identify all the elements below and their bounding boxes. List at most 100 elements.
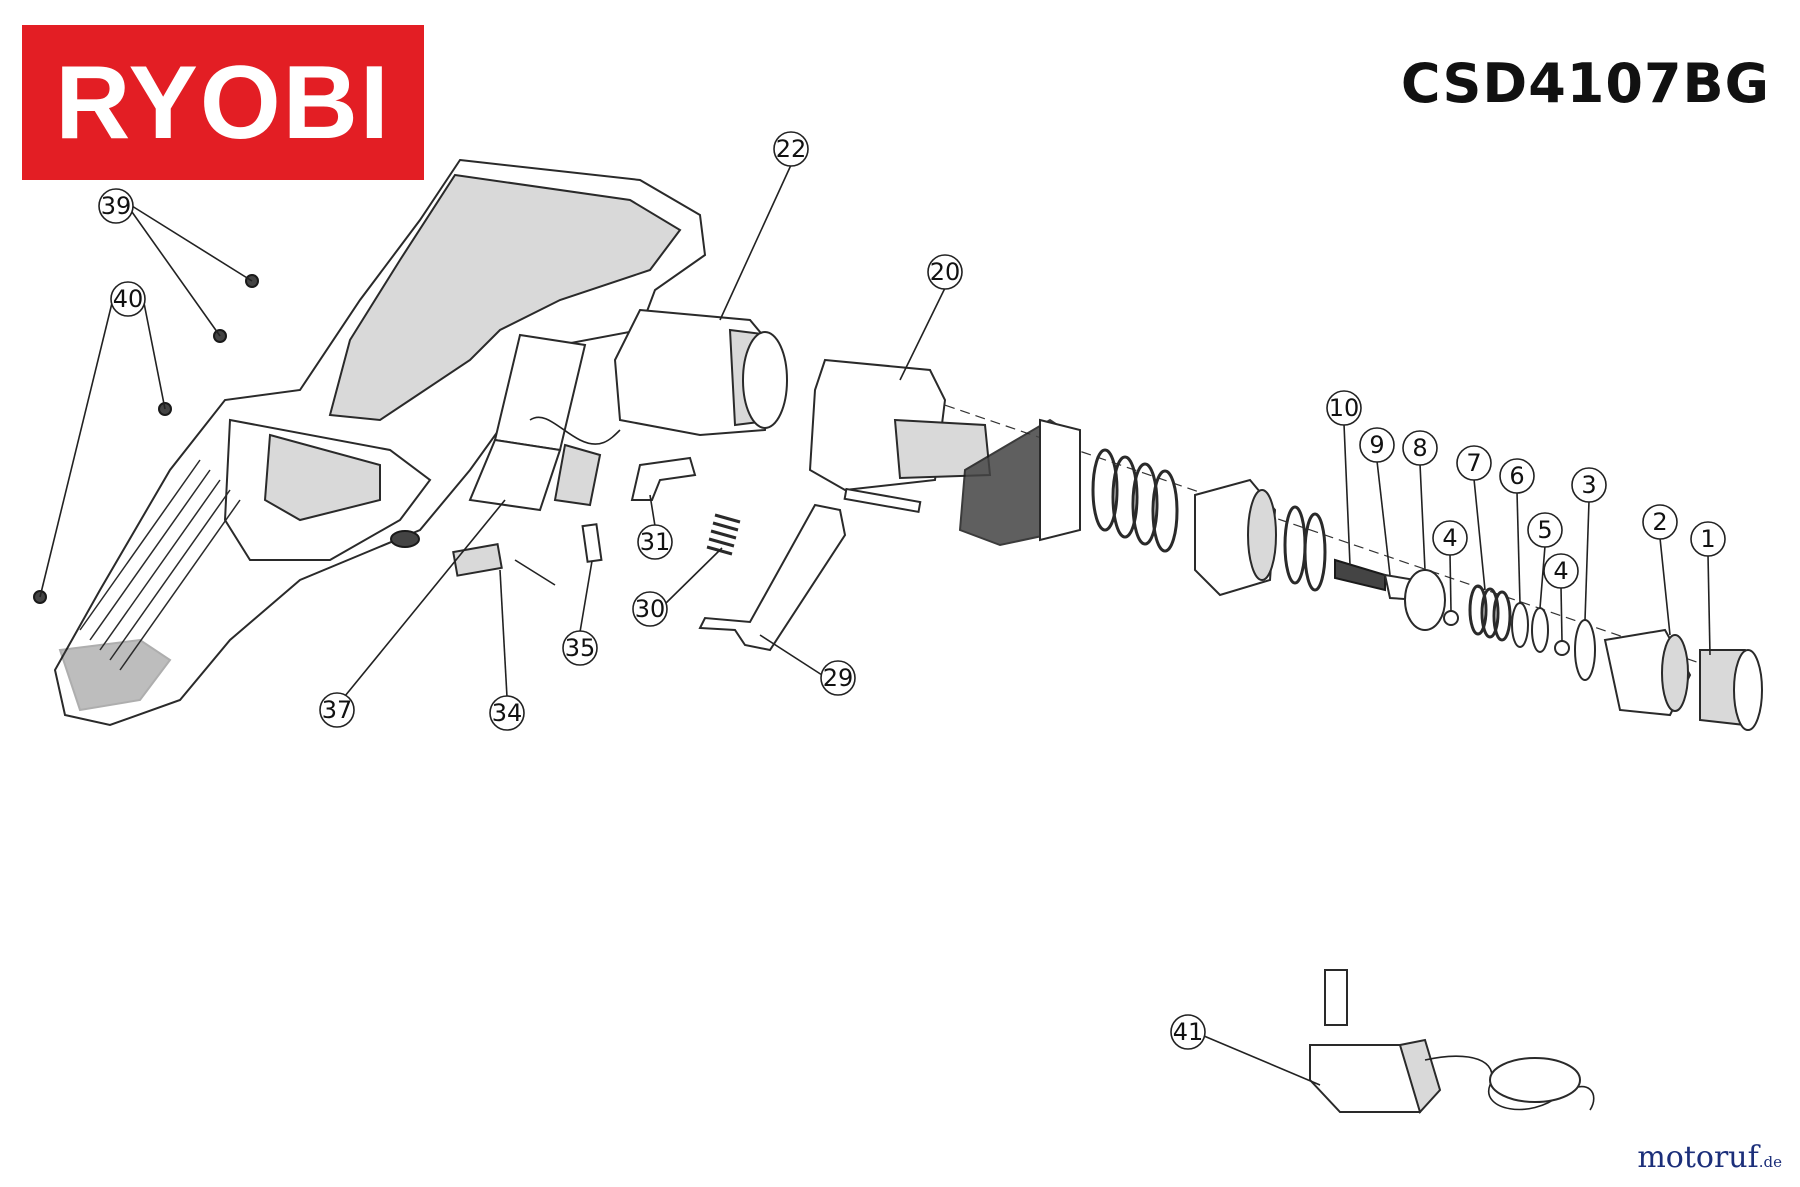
callout-circle [1571, 467, 1607, 503]
callout-label: 39 [101, 192, 132, 220]
callout-circle [319, 692, 355, 728]
callout-circle [1326, 390, 1362, 426]
callout-label: 4 [1553, 557, 1568, 585]
leader-lines [39, 164, 1711, 1086]
callout-circle [927, 254, 963, 290]
callout-label: 34 [492, 699, 523, 727]
callout-circle [1499, 458, 1535, 494]
callout-c3: 3 [1571, 467, 1607, 503]
callout-c37: 37 [319, 692, 355, 728]
ryobi-logo: RYOBI [22, 25, 424, 180]
callout-circle [1402, 430, 1438, 466]
ring-part-5 [1531, 607, 1549, 653]
callout-circle [1456, 445, 1492, 481]
charger-part-41 [1309, 969, 1595, 1114]
battery-wire [529, 416, 621, 445]
callout-label: 31 [640, 528, 671, 556]
callout-label: 8 [1412, 434, 1427, 462]
callout-circle [1543, 553, 1579, 589]
callout-c41: 41 [1170, 1014, 1206, 1050]
spring-part-30 [706, 513, 741, 556]
callout-c4a: 4 [1432, 520, 1468, 556]
spring-part-7 [1468, 584, 1512, 642]
callout-circle [1432, 520, 1468, 556]
watermark: motoruf.de [1637, 1140, 1782, 1175]
callout-c20: 20 [927, 254, 963, 290]
nose-part-2 [1603, 628, 1692, 717]
clutch-sleeve [1194, 478, 1277, 597]
cap-part-1 [1699, 649, 1763, 731]
ball-part-4a [1443, 610, 1459, 626]
callout-label: 29 [823, 664, 854, 692]
callout-c2: 2 [1642, 504, 1678, 540]
circlip-part-3 [1574, 619, 1596, 681]
callout-label: 37 [322, 696, 353, 724]
spindle-part-10 [1334, 558, 1386, 592]
callout-c29: 29 [820, 660, 856, 696]
watermark-tld: .de [1758, 1153, 1782, 1171]
lever-part-31 [630, 456, 697, 501]
callout-circle [489, 695, 525, 731]
front-housing [958, 418, 1082, 547]
callout-circle [562, 630, 598, 666]
gearbox-part-22 [613, 308, 788, 437]
plate-part-35 [581, 523, 603, 563]
callout-c5: 5 [1527, 512, 1563, 548]
callout-c10: 10 [1326, 390, 1362, 426]
callout-label: 10 [1329, 394, 1360, 422]
callout-circle [632, 591, 668, 627]
callout-c34: 34 [489, 695, 525, 731]
housing-half [53, 158, 707, 727]
callout-label: 5 [1537, 516, 1552, 544]
model-number: CSD4107BG [1400, 52, 1770, 115]
callout-circle [637, 524, 673, 560]
callout-label: 30 [635, 595, 666, 623]
logo-text: RYOBI [55, 44, 391, 161]
callout-label: 3 [1581, 471, 1596, 499]
callout-c9: 9 [1359, 427, 1395, 463]
callout-circle [1170, 1014, 1206, 1050]
callout-circle [98, 188, 134, 224]
switch-part-34 [452, 543, 556, 586]
callout-label: 6 [1509, 462, 1524, 490]
callout-label: 2 [1652, 508, 1667, 536]
callout-c8: 8 [1402, 430, 1438, 466]
logo-frame: RYOBI [44, 45, 402, 160]
watermark-main: motoruf [1637, 1140, 1759, 1175]
motor-part-20 [808, 358, 992, 514]
callout-c7: 7 [1456, 445, 1492, 481]
callout-circle [773, 131, 809, 167]
ball-part-4b [1554, 640, 1570, 656]
callout-c1: 1 [1690, 521, 1726, 557]
callout-circle [1359, 427, 1395, 463]
callout-c30: 30 [632, 591, 668, 627]
callout-c6: 6 [1499, 458, 1535, 494]
callout-c39: 39 [98, 188, 134, 224]
callout-label: 20 [930, 258, 961, 286]
slide-part-29 [698, 503, 847, 652]
callout-label: 1 [1700, 525, 1715, 553]
callout-label: 40 [113, 285, 144, 313]
callout-circle [1690, 521, 1726, 557]
callout-c31: 31 [637, 524, 673, 560]
callout-label: 4 [1442, 524, 1457, 552]
washers [1283, 505, 1327, 592]
callout-circle [1642, 504, 1678, 540]
battery-pack [468, 333, 602, 512]
callout-label: 35 [565, 634, 596, 662]
callout-circle [820, 660, 856, 696]
callout-label: 7 [1466, 449, 1481, 477]
callout-label: 9 [1369, 431, 1384, 459]
callout-c22: 22 [773, 131, 809, 167]
callout-circle [1527, 512, 1563, 548]
callout-label: 22 [776, 135, 807, 163]
callout-c35: 35 [562, 630, 598, 666]
callout-c40: 40 [110, 281, 146, 317]
callout-c4b: 4 [1543, 553, 1579, 589]
clutch-spring [1091, 448, 1179, 553]
bearing-part-8 [1404, 569, 1446, 631]
ring-part-6 [1511, 602, 1529, 648]
callout-label: 41 [1173, 1018, 1204, 1046]
